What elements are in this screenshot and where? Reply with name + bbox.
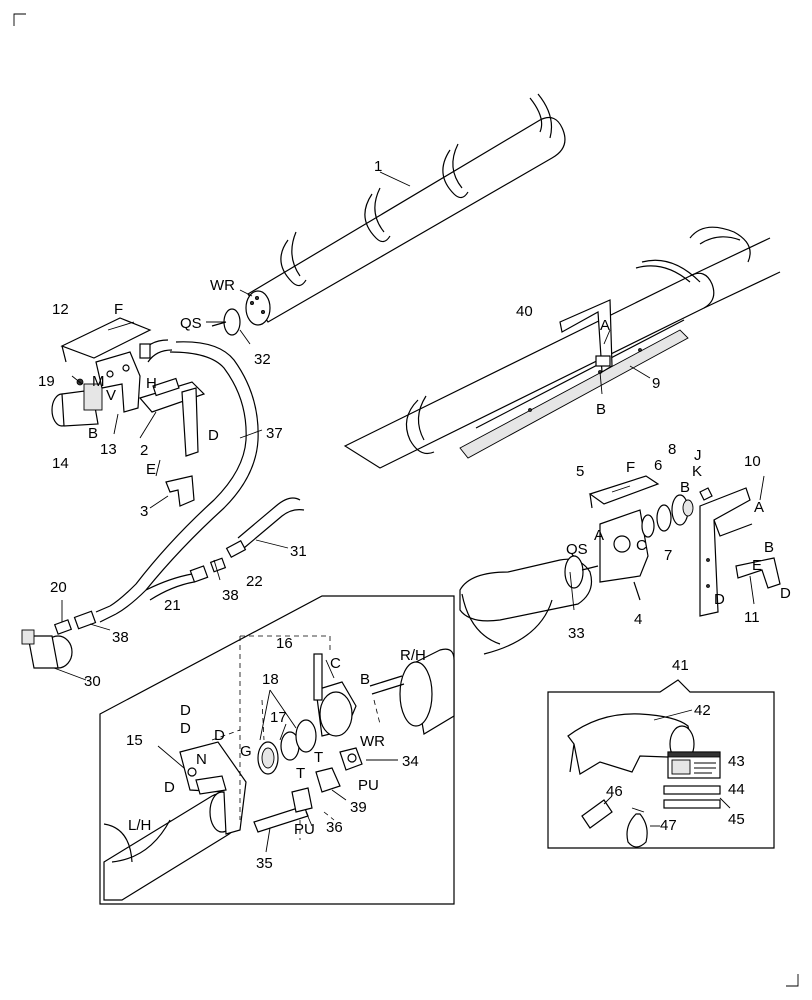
part-label: 14 (52, 455, 69, 472)
letter-label: B (764, 539, 774, 556)
detail-inset (99, 595, 455, 905)
part-label: 44 (728, 781, 745, 798)
part-label: 6 (654, 457, 662, 474)
letter-label: H (146, 375, 157, 392)
letter-label: C (330, 655, 341, 672)
lower-auger-tube (343, 226, 781, 469)
upper-flange (206, 289, 253, 345)
part-label: 5 (576, 463, 584, 480)
letter-label: L/H (128, 817, 151, 834)
letter-label: WR (210, 277, 235, 294)
letter-label: B (596, 401, 606, 418)
letter-label: F (626, 459, 635, 476)
part-label: 21 (164, 597, 181, 614)
letter-label: F (114, 301, 123, 318)
part-label: 47 (660, 817, 677, 834)
part-label: 36 (326, 819, 343, 836)
letter-label: PU (358, 777, 379, 794)
part-label: 31 (290, 543, 307, 560)
part-label: 38 (112, 629, 129, 646)
part-label: 19 (38, 373, 55, 390)
letter-label: C (636, 537, 647, 554)
callout-labels: 1 2 3 4 5 6 7 8 9 10 11 12 13 14 15 16 1… (38, 158, 791, 872)
part-label: 30 (84, 673, 101, 690)
part-label: 33 (568, 625, 585, 642)
part-label: 15 (126, 732, 143, 749)
part-label: 46 (606, 783, 623, 800)
letter-label: D (180, 702, 191, 719)
part-label: 39 (350, 799, 367, 816)
part-label: 42 (694, 702, 711, 719)
part-label: 3 (140, 503, 148, 520)
letter-label: G (240, 743, 252, 760)
part-label: 20 (50, 579, 67, 596)
letter-label: M (92, 373, 105, 390)
part-label: 12 (52, 301, 69, 318)
part-label: 10 (744, 453, 761, 470)
part-label: 18 (262, 671, 279, 688)
part-label: 35 (256, 855, 273, 872)
part-label: 7 (664, 547, 672, 564)
part-label: 43 (728, 753, 745, 770)
letter-label: A (600, 317, 610, 334)
part-label: 32 (254, 351, 271, 368)
letter-label: K (692, 463, 702, 480)
letter-label: E (146, 461, 156, 478)
part-label: 13 (100, 441, 117, 458)
letter-label: QS (566, 541, 588, 558)
letter-label: E (752, 557, 762, 574)
part-label: 41 (672, 657, 689, 674)
part-label: 17 (270, 709, 287, 726)
upper-auger-tube (245, 93, 566, 326)
part-label: 22 (246, 573, 263, 590)
letter-label: PU (294, 821, 315, 838)
valve-14-bracket-13 (51, 317, 206, 509)
part-label: 11 (744, 609, 760, 626)
letter-label: D (164, 779, 175, 796)
letter-label: J (694, 447, 702, 464)
letter-label: T (296, 765, 305, 782)
letter-label: N (196, 751, 207, 768)
letter-label: D (180, 720, 191, 737)
letter-label: D (714, 591, 725, 608)
part-label: 38 (222, 587, 239, 604)
letter-label: A (594, 527, 604, 544)
letter-label: B (680, 479, 690, 496)
letter-label: QS (180, 315, 202, 332)
part-label: 34 (402, 753, 419, 770)
part-label: 40 (516, 303, 533, 320)
hydraulic-motor-30 (21, 629, 87, 681)
part-label: 8 (668, 441, 676, 458)
part-label: 1 (374, 158, 382, 175)
kit-box-41 (547, 679, 775, 849)
part-label: 4 (634, 611, 642, 628)
right-bearing-assembly (459, 475, 781, 655)
part-label: 45 (728, 811, 745, 828)
letter-label: D (214, 727, 225, 744)
part-label: 37 (266, 425, 283, 442)
letter-label: A (754, 499, 764, 516)
letter-label: R/H (400, 647, 426, 664)
part-label: 16 (276, 635, 293, 652)
letter-label: B (360, 671, 370, 688)
letter-label: V (106, 387, 116, 404)
part-label: 9 (652, 375, 660, 392)
part-label: 2 (140, 442, 148, 459)
letter-label: T (314, 749, 323, 766)
letter-label: WR (360, 733, 385, 750)
letter-label: D (780, 585, 791, 602)
letter-label: D (208, 427, 219, 444)
hydraulic-lines (53, 341, 305, 635)
crop-marks (13, 13, 799, 987)
letter-label: B (88, 425, 98, 442)
